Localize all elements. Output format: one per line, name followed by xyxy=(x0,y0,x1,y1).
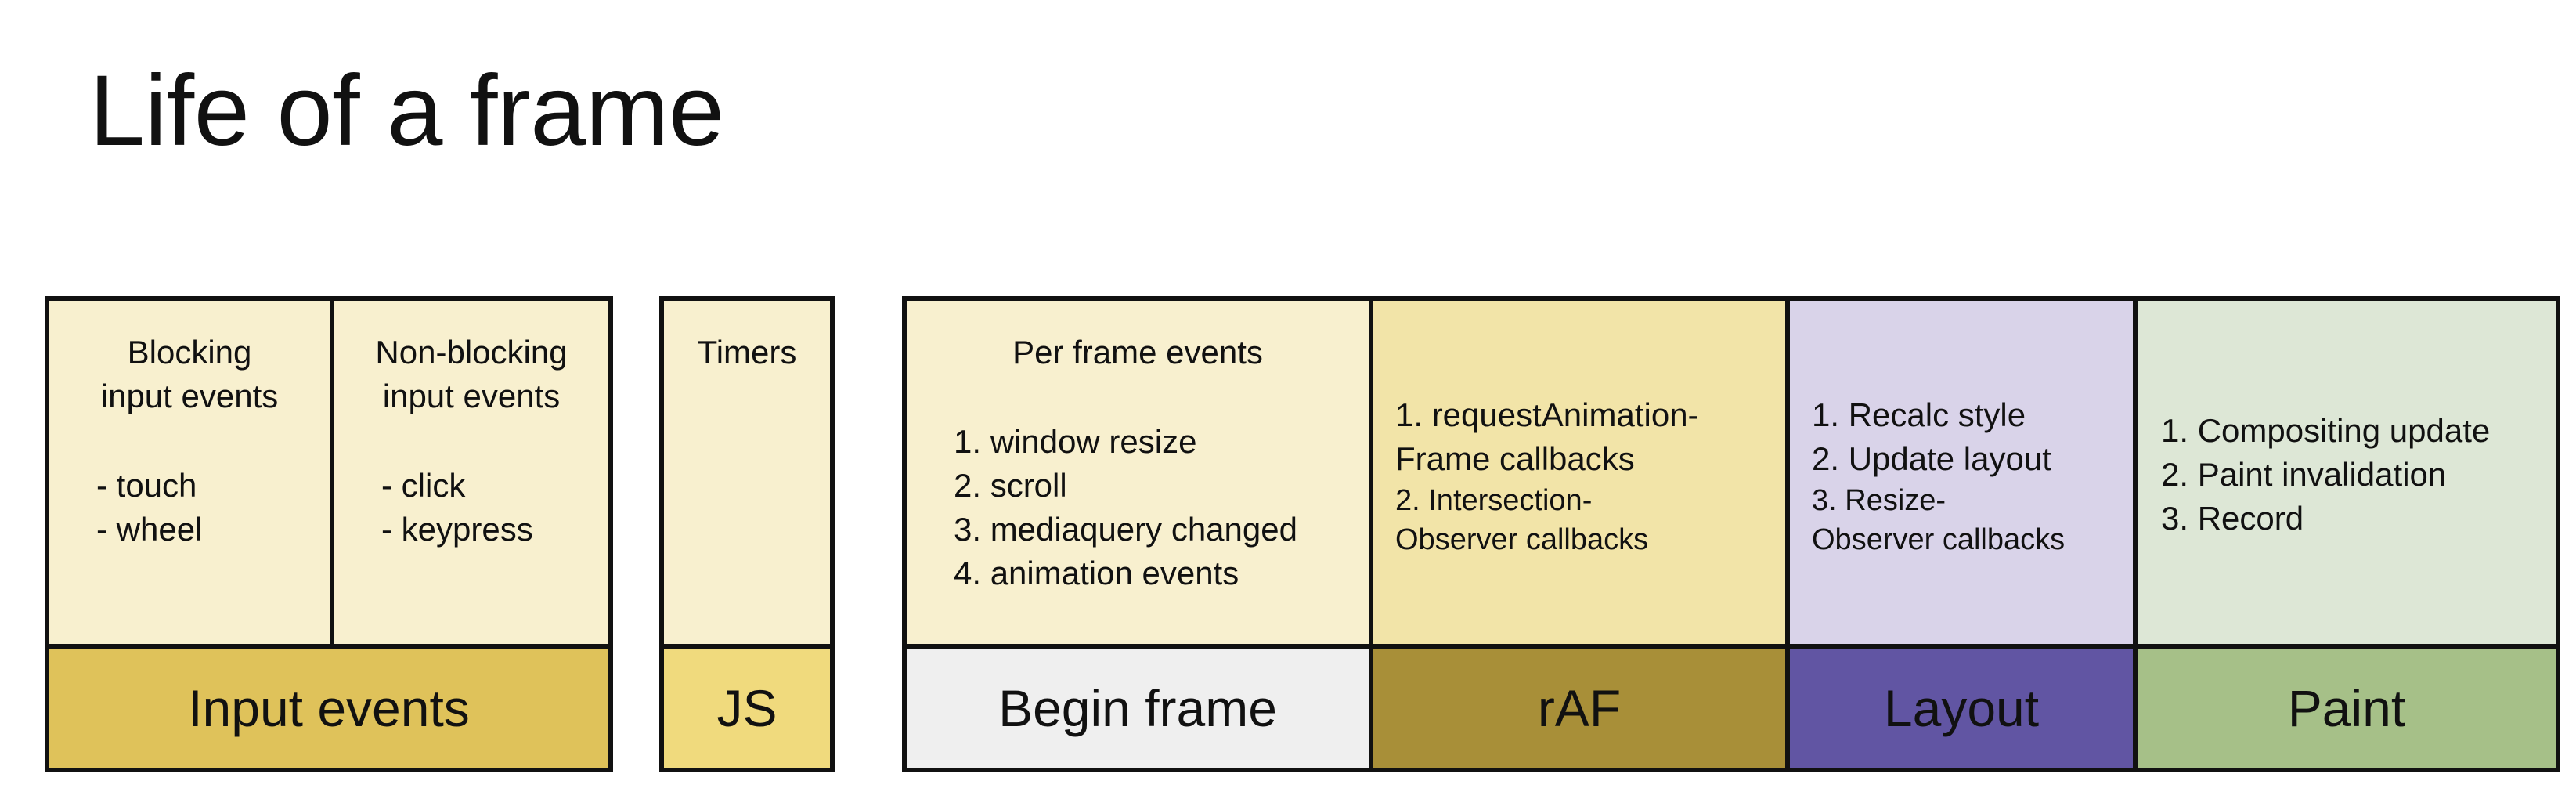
per-frame-event-item: 2. scroll xyxy=(954,467,1067,504)
raf-item: 1. requestAnimation- xyxy=(1395,396,1699,433)
layout-footer: Layout xyxy=(1790,649,2133,768)
input-events-block: Blocking input events - touch - wheel No… xyxy=(45,296,613,772)
begin-frame-label: Begin frame xyxy=(998,679,1277,737)
blocking-input-item: - touch xyxy=(96,467,197,504)
per-frame-events-heading: Per frame events xyxy=(1012,334,1263,371)
blocking-heading-line-2: input events xyxy=(100,378,279,414)
js-footer: JS xyxy=(664,649,830,768)
blocking-input-heading: Blocking input events xyxy=(49,331,330,418)
raf-footer: rAF xyxy=(1373,649,1785,768)
per-frame-event-item: 3. mediaquery changed xyxy=(954,511,1297,548)
paint-list: 1. Compositing update 2. Paint invalidat… xyxy=(2161,409,2490,541)
nonblocking-input-cell: Non-blocking input events - click - keyp… xyxy=(334,301,608,644)
layout-cell: 1. Recalc style 2. Update layout 3. Resi… xyxy=(1790,301,2133,644)
begin-frame-footer: Begin frame xyxy=(907,649,1369,768)
frame-footer-divider xyxy=(907,644,2556,649)
raf-item: 2. Intersection- xyxy=(1395,484,1593,517)
raf-cell: 1. requestAnimation- Frame callbacks 2. … xyxy=(1373,301,1785,644)
paint-cell: 1. Compositing update 2. Paint invalidat… xyxy=(2138,301,2556,644)
timers-cell: Timers xyxy=(664,301,830,644)
layout-item: 1. Recalc style xyxy=(1812,396,2026,433)
input-events-label: Input events xyxy=(188,679,470,737)
begin-raf-divider xyxy=(1369,301,1373,768)
input-footer-divider xyxy=(49,644,608,649)
paint-item: 1. Compositing update xyxy=(2161,412,2491,449)
page-title: Life of a frame xyxy=(89,55,724,167)
nonblocking-input-item: - click xyxy=(381,467,466,504)
raf-item: Frame callbacks xyxy=(1395,440,1635,477)
js-footer-divider xyxy=(664,644,830,649)
layout-list: 1. Recalc style 2. Update layout 3. Resi… xyxy=(1812,393,2065,559)
layout-item: Observer callbacks xyxy=(1812,523,2065,556)
layout-paint-divider xyxy=(2133,301,2138,768)
input-events-footer: Input events xyxy=(49,649,608,768)
blocking-input-item: - wheel xyxy=(96,511,203,548)
paint-label: Paint xyxy=(2287,679,2406,737)
per-frame-event-item: 1. window resize xyxy=(954,423,1197,460)
layout-item: 2. Update layout xyxy=(1812,440,2051,477)
nonblocking-heading-line-2: input events xyxy=(382,378,561,414)
blocking-input-cell: Blocking input events - touch - wheel xyxy=(49,301,330,644)
per-frame-event-item: 4. animation events xyxy=(954,555,1239,591)
js-label: JS xyxy=(716,679,777,737)
frame-pipeline-block: Per frame events 1. window resize 2. scr… xyxy=(902,296,2560,772)
layout-label: Layout xyxy=(1883,679,2040,737)
layout-item: 3. Resize- xyxy=(1812,484,1946,517)
js-block: Timers JS xyxy=(659,296,835,772)
blocking-input-list: - touch - wheel xyxy=(96,464,202,551)
raf-item: Observer callbacks xyxy=(1395,523,1649,556)
per-frame-events-list: 1. window resize 2. scroll 3. mediaquery… xyxy=(954,420,1297,595)
blocking-heading-line-1: Blocking xyxy=(127,334,252,371)
nonblocking-input-heading: Non-blocking input events xyxy=(334,331,608,418)
nonblocking-input-item: - keypress xyxy=(381,511,533,548)
raf-layout-divider xyxy=(1785,301,1790,768)
begin-frame-cell: Per frame events 1. window resize 2. scr… xyxy=(907,301,1369,644)
paint-footer: Paint xyxy=(2138,649,2556,768)
nonblocking-input-list: - click - keypress xyxy=(381,464,533,551)
paint-item: 2. Paint invalidation xyxy=(2161,456,2447,493)
raf-label: rAF xyxy=(1537,679,1622,737)
raf-list: 1. requestAnimation- Frame callbacks 2. … xyxy=(1395,393,1699,559)
timers-heading: Timers xyxy=(697,334,797,371)
input-column-divider xyxy=(330,301,334,644)
nonblocking-heading-line-1: Non-blocking xyxy=(375,334,568,371)
paint-item: 3. Record xyxy=(2161,500,2304,537)
